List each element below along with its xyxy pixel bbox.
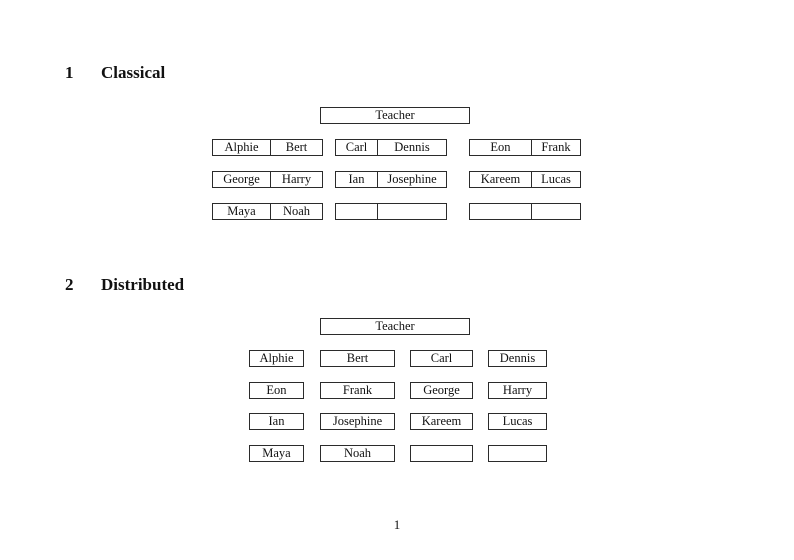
distributed-desk: Maya bbox=[249, 445, 304, 462]
desk-seat: George bbox=[423, 383, 460, 397]
desk-seat: Josephine bbox=[387, 172, 437, 186]
distributed-desk: Dennis bbox=[488, 350, 547, 367]
desk-seat: Frank bbox=[541, 140, 571, 154]
desk-seat-empty bbox=[470, 204, 532, 219]
distributed-desk: George bbox=[410, 382, 473, 399]
classical-desk-pair: Kareem Lucas bbox=[469, 171, 581, 188]
classical-desk-pair: Alphie Bert bbox=[212, 139, 323, 156]
distributed-desk: Josephine bbox=[320, 413, 395, 430]
desk-seat: Noah bbox=[282, 204, 311, 218]
desk-seat: Alphie bbox=[259, 351, 294, 365]
desk-seat-empty bbox=[336, 204, 378, 219]
distributed-desk-empty bbox=[488, 445, 547, 462]
distributed-desk: Ian bbox=[249, 413, 304, 430]
desk-seat: Harry bbox=[502, 383, 533, 397]
distributed-teacher-box: Teacher bbox=[320, 318, 470, 335]
desk-seat-empty bbox=[378, 204, 446, 219]
teacher-label: Teacher bbox=[375, 319, 415, 333]
distributed-desk: Alphie bbox=[249, 350, 304, 367]
distributed-desk: Noah bbox=[320, 445, 395, 462]
desk-seat: Eon bbox=[266, 383, 287, 397]
desk-seat: Josephine bbox=[332, 414, 383, 428]
teacher-label: Teacher bbox=[375, 108, 415, 122]
desk-seat: Noah bbox=[343, 446, 372, 460]
section-title: Classical bbox=[101, 63, 166, 82]
classical-desk-pair-empty bbox=[335, 203, 447, 220]
desk-seat: Dennis bbox=[499, 351, 536, 365]
desk-seat: Ian bbox=[268, 414, 285, 428]
desk-seat: Frank bbox=[342, 383, 373, 397]
desk-seat: Maya bbox=[213, 204, 271, 219]
distributed-desk-empty bbox=[410, 445, 473, 462]
distributed-desk: Harry bbox=[488, 382, 547, 399]
classical-teacher-box: Teacher bbox=[320, 107, 470, 124]
desk-seat-empty bbox=[532, 204, 580, 219]
desk-seat: Dennis bbox=[394, 140, 430, 154]
section-heading-classical: 1 Classical bbox=[65, 63, 165, 83]
desk-seat: Kareem bbox=[470, 172, 532, 187]
classical-desk-pair: Ian Josephine bbox=[335, 171, 447, 188]
classical-desk-pair: Maya Noah bbox=[212, 203, 323, 220]
desk-seat: George bbox=[213, 172, 271, 187]
desk-seat: Harry bbox=[281, 172, 312, 186]
distributed-desk: Lucas bbox=[488, 413, 547, 430]
distributed-desk: Frank bbox=[320, 382, 395, 399]
desk-seat: Carl bbox=[336, 140, 378, 155]
desk-seat: Ian bbox=[336, 172, 378, 187]
desk-seat: Alphie bbox=[213, 140, 271, 155]
distributed-desk: Bert bbox=[320, 350, 395, 367]
section-number: 2 bbox=[65, 275, 74, 294]
page-number: 1 bbox=[393, 517, 401, 532]
section-title: Distributed bbox=[101, 275, 185, 294]
distributed-desk: Eon bbox=[249, 382, 304, 399]
distributed-desk: Carl bbox=[410, 350, 473, 367]
desk-seat: Bert bbox=[346, 351, 369, 365]
section-number: 1 bbox=[65, 63, 74, 82]
classical-desk-pair: Eon Frank bbox=[469, 139, 581, 156]
desk-seat: Lucas bbox=[541, 172, 571, 186]
desk-seat: Bert bbox=[285, 140, 308, 154]
classical-desk-pair: Carl Dennis bbox=[335, 139, 447, 156]
classical-desk-pair: George Harry bbox=[212, 171, 323, 188]
desk-seat: Eon bbox=[470, 140, 532, 155]
desk-seat: Kareem bbox=[421, 414, 462, 428]
desk-seat: Carl bbox=[430, 351, 453, 365]
desk-seat: Lucas bbox=[502, 414, 533, 428]
distributed-desk: Kareem bbox=[410, 413, 473, 430]
desk-seat: Maya bbox=[262, 446, 291, 460]
section-heading-distributed: 2 Distributed bbox=[65, 275, 184, 295]
classical-desk-pair-empty bbox=[469, 203, 581, 220]
